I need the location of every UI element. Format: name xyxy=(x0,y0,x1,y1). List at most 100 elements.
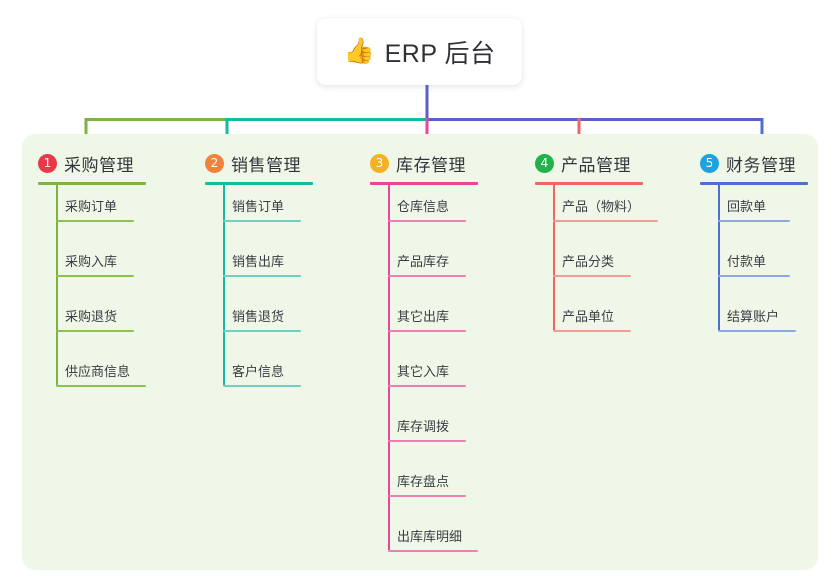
leaf-item[interactable]: 采购订单 xyxy=(56,196,134,222)
leaf-item-label: 客户信息 xyxy=(232,364,285,379)
leaf-item[interactable]: 采购退货 xyxy=(56,306,134,332)
column-header-1[interactable]: 1 采购管理 xyxy=(38,150,146,176)
leaf-item[interactable]: 销售订单 xyxy=(223,196,301,222)
column-badge-1: 1 xyxy=(38,153,57,173)
diagram-panel: 1 采购管理采购订单采购入库采购退货供应商信息 2 销售管理销售订单销售出库销售退货客… xyxy=(22,134,818,570)
leaf-item[interactable]: 销售出库 xyxy=(223,251,301,277)
connector-bus-teal xyxy=(227,118,427,121)
leaf-item[interactable]: 其它出库 xyxy=(388,306,466,332)
connector-bus-green xyxy=(86,118,227,121)
column-1: 1 采购管理采购订单采购入库采购退货供应商信息 xyxy=(38,134,146,387)
column-underline-5 xyxy=(700,182,808,185)
leaf-item[interactable]: 产品（物料） xyxy=(553,196,658,222)
leaf-item-underline xyxy=(553,275,631,277)
leaf-item-label: 付款单 xyxy=(727,254,767,269)
leaf-item-underline xyxy=(553,220,658,222)
column-header-5[interactable]: 5 财务管理 xyxy=(700,150,808,176)
leaf-item[interactable]: 产品单位 xyxy=(553,306,631,332)
leaf-item-label: 回款单 xyxy=(727,199,767,214)
column-header-2[interactable]: 2 销售管理 xyxy=(205,150,313,176)
thumbs-up-icon: 👍 xyxy=(343,37,375,65)
connector-bus-blue xyxy=(427,118,762,121)
column-underline-1 xyxy=(38,182,146,185)
leaf-item-underline xyxy=(56,275,134,277)
leaf-item-underline xyxy=(388,385,466,387)
column-underline-3 xyxy=(370,182,478,185)
root-node-card[interactable]: 👍 ERP 后台 xyxy=(317,18,522,85)
leaf-item-underline xyxy=(388,330,466,332)
column-4: 4 产品管理产品（物料） 产品分类产品单位 xyxy=(535,134,658,332)
leaf-item-label: 库存调拨 xyxy=(397,419,450,434)
root-connector-stem xyxy=(425,85,429,121)
leaf-item-label: 产品（物料） xyxy=(562,199,641,214)
leaf-item-label: 产品分类 xyxy=(562,254,615,269)
column-badge-2: 2 xyxy=(205,153,224,173)
leaf-item-label: 采购入库 xyxy=(65,254,118,269)
leaf-item[interactable]: 其它入库 xyxy=(388,361,466,387)
column-title-2: 销售管理 xyxy=(231,155,301,175)
leaf-item-underline xyxy=(718,220,790,222)
leaf-item-underline xyxy=(56,220,134,222)
leaf-item-underline xyxy=(56,385,146,387)
leaf-item-underline xyxy=(718,330,796,332)
leaf-item[interactable]: 库存盘点 xyxy=(388,471,466,497)
leaf-item-label: 结算账户 xyxy=(727,309,780,324)
leaf-item-underline xyxy=(388,220,466,222)
leaf-item-label: 销售订单 xyxy=(232,199,285,214)
column-underline-2 xyxy=(205,182,313,185)
leaf-item[interactable]: 库存调拨 xyxy=(388,416,466,442)
column-underline-4 xyxy=(535,182,643,185)
leaf-item-label: 产品单位 xyxy=(562,309,615,324)
column-header-3[interactable]: 3 库存管理 xyxy=(370,150,478,176)
leaf-item[interactable]: 产品库存 xyxy=(388,251,466,277)
leaf-item[interactable]: 采购入库 xyxy=(56,251,134,277)
column-header-4[interactable]: 4 产品管理 xyxy=(535,150,643,176)
leaf-item[interactable]: 结算账户 xyxy=(718,306,796,332)
leaf-item-underline xyxy=(388,495,466,497)
leaf-item-label: 采购订单 xyxy=(65,199,118,214)
column-badge-4: 4 xyxy=(535,153,554,173)
leaf-item[interactable]: 销售退货 xyxy=(223,306,301,332)
leaf-item-underline xyxy=(388,275,466,277)
column-2: 2 销售管理销售订单销售出库销售退货客户信息 xyxy=(205,134,313,387)
leaf-item[interactable]: 仓库信息 xyxy=(388,196,466,222)
leaf-item-label: 销售出库 xyxy=(232,254,285,269)
leaf-item-label: 出库库明细 xyxy=(397,529,463,544)
leaf-item-label: 其它出库 xyxy=(397,309,450,324)
leaf-item[interactable]: 供应商信息 xyxy=(56,361,146,387)
column-badge-5: 5 xyxy=(700,153,719,173)
leaf-item[interactable]: 出库库明细 xyxy=(388,526,478,552)
column-badge-3: 3 xyxy=(370,153,389,173)
column-stem-3 xyxy=(388,182,390,550)
leaf-item-label: 销售退货 xyxy=(232,309,285,324)
root-node-title: ERP 后台 xyxy=(384,39,496,68)
leaf-item[interactable]: 客户信息 xyxy=(223,361,301,387)
leaf-item-underline xyxy=(56,330,134,332)
column-title-4: 产品管理 xyxy=(561,155,631,175)
leaf-item-label: 其它入库 xyxy=(397,364,450,379)
leaf-item-underline xyxy=(388,440,466,442)
leaf-item[interactable]: 回款单 xyxy=(718,196,790,222)
column-title-1: 采购管理 xyxy=(64,155,134,175)
column-stem-2 xyxy=(223,182,225,385)
leaf-item-underline xyxy=(223,275,301,277)
leaf-item-underline xyxy=(388,550,478,552)
leaf-item[interactable]: 产品分类 xyxy=(553,251,631,277)
column-stem-5 xyxy=(718,182,720,330)
column-stem-1 xyxy=(56,182,58,385)
leaf-item-underline xyxy=(718,275,790,277)
leaf-item-label: 供应商信息 xyxy=(65,364,131,379)
leaf-item-underline xyxy=(223,220,301,222)
leaf-item[interactable]: 付款单 xyxy=(718,251,790,277)
column-3: 3 库存管理仓库信息产品库存其它出库其它入库库存调拨库存盘点出库库明细 xyxy=(370,134,478,552)
leaf-item-underline xyxy=(223,385,301,387)
leaf-item-label: 产品库存 xyxy=(397,254,450,269)
column-5: 5 财务管理回款单付款单结算账户 xyxy=(700,134,808,332)
leaf-item-label: 库存盘点 xyxy=(397,474,450,489)
leaf-item-underline xyxy=(553,330,631,332)
column-stem-4 xyxy=(553,182,555,330)
column-title-5: 财务管理 xyxy=(726,155,796,175)
leaf-item-label: 仓库信息 xyxy=(397,199,450,214)
leaf-item-underline xyxy=(223,330,301,332)
column-title-3: 库存管理 xyxy=(396,155,466,175)
